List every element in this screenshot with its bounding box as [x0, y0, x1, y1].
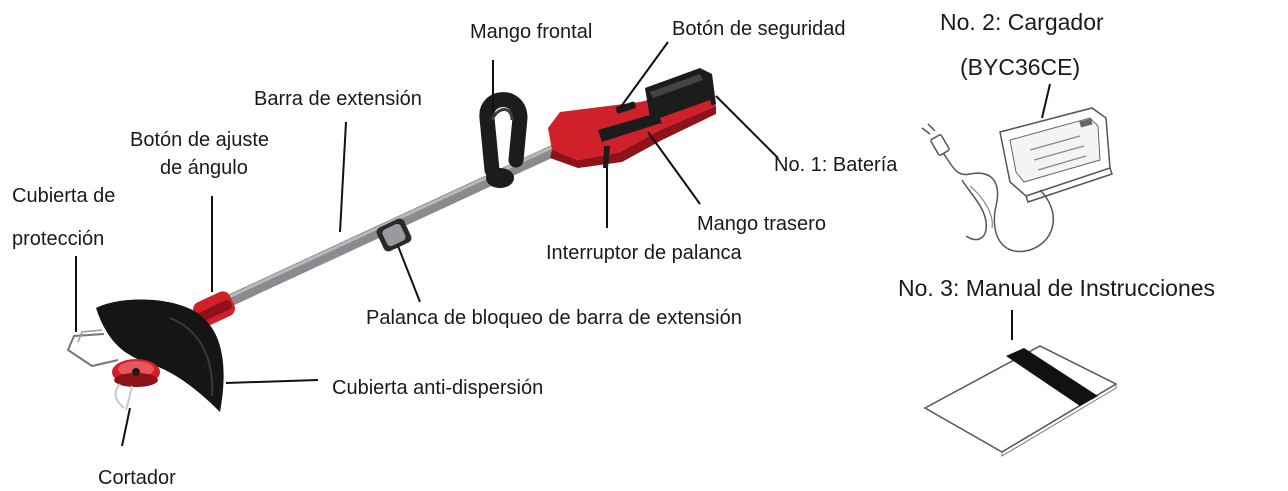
label-cargador-line1: No. 2: Cargador	[940, 9, 1104, 35]
leader-bateria	[715, 95, 779, 159]
leader-cubierta-anti	[225, 379, 319, 384]
label-interruptor-palanca: Interruptor de palanca	[546, 242, 742, 264]
label-palanca-bloqueo: Palanca de bloqueo de barra de extensión	[366, 307, 742, 329]
battery-charger-illustration	[921, 107, 1113, 253]
leader-cortador	[121, 407, 131, 447]
label-boton-ajuste-line1: Botón de ajuste	[130, 129, 269, 151]
instruction-booklet-illustration	[923, 345, 1118, 457]
leader-palanca-bloqueo	[397, 245, 421, 303]
label-cortador: Cortador	[98, 467, 176, 489]
label-barra-extension: Barra de extensión	[254, 88, 422, 110]
label-cargador-line2: (BYC36CE)	[960, 54, 1081, 80]
battery-pack	[645, 68, 716, 124]
leader-mango-trasero	[647, 131, 701, 205]
label-boton-ajuste-line2: de ángulo	[160, 157, 248, 179]
angle-adjust-joint	[193, 291, 235, 327]
label-cubierta-proteccion-line1: Cubierta de	[12, 185, 116, 207]
protection-wire-guard	[66, 329, 119, 368]
label-boton-seguridad: Botón de seguridad	[672, 18, 846, 40]
string-trimmer-illustration	[66, 68, 716, 412]
front-handle	[479, 92, 528, 188]
extension-pole-highlight	[203, 124, 600, 310]
cutter-spool	[112, 359, 160, 411]
leader-boton-seguridad	[619, 41, 669, 109]
label-manual-instrucciones: No. 3: Manual de Instrucciones	[898, 275, 1216, 301]
label-mango-trasero: Mango trasero	[697, 213, 826, 235]
label-mango-frontal: Mango frontal	[470, 21, 593, 43]
leader-barra-extension	[339, 121, 347, 233]
leader-cargador	[1041, 83, 1051, 119]
anti-scatter-guard	[96, 299, 224, 412]
label-cubierta-proteccion-line2: protección	[12, 228, 105, 250]
leader-lines	[75, 41, 1051, 447]
pole-lock-collar	[376, 218, 412, 252]
label-cubierta-anti-dispersion: Cubierta anti-dispersión	[332, 377, 544, 399]
label-bateria: No. 1: Batería	[774, 154, 898, 176]
